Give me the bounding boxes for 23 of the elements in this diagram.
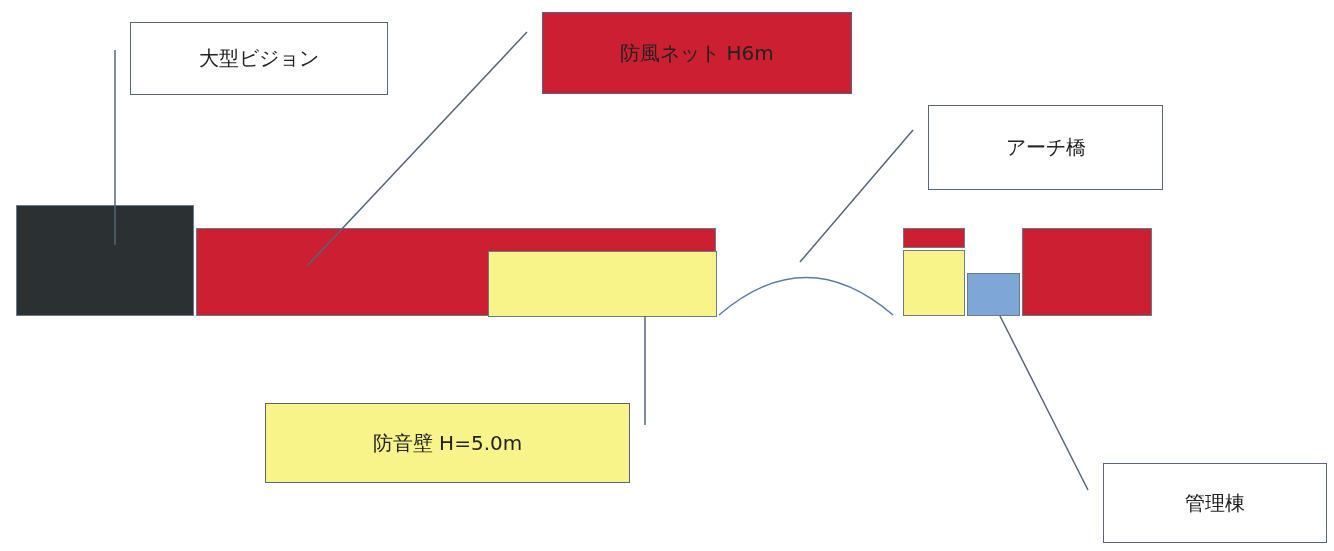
building-block: [967, 273, 1020, 316]
callout-box: [130, 22, 388, 95]
wind-net-block: [196, 228, 716, 316]
leader-line: [644, 315, 646, 426]
callout-box: [265, 403, 630, 483]
wind-net-block: [1022, 228, 1152, 316]
callout-text: 大型ビジョン: [199, 45, 319, 72]
callout-text: アーチ橋: [1005, 134, 1086, 161]
sound-wall-block: [903, 250, 965, 316]
wind-net-block: [903, 228, 965, 248]
callout-box: [1103, 463, 1327, 543]
sound-wall-block: [488, 251, 717, 317]
arch-bridge: [718, 276, 894, 316]
leader-line: [307, 31, 528, 266]
callout-text: 防音壁 H=5.0m: [372, 429, 523, 457]
callout-text: 管理棟: [1185, 489, 1245, 517]
leader-line: [114, 49, 116, 246]
leader-line: [799, 129, 914, 263]
callout-text: 防風ネット H6m: [620, 39, 774, 67]
callout-box: [542, 12, 852, 94]
callout-box: [928, 105, 1163, 190]
screen-block: [16, 205, 194, 316]
leader-line: [999, 315, 1089, 491]
